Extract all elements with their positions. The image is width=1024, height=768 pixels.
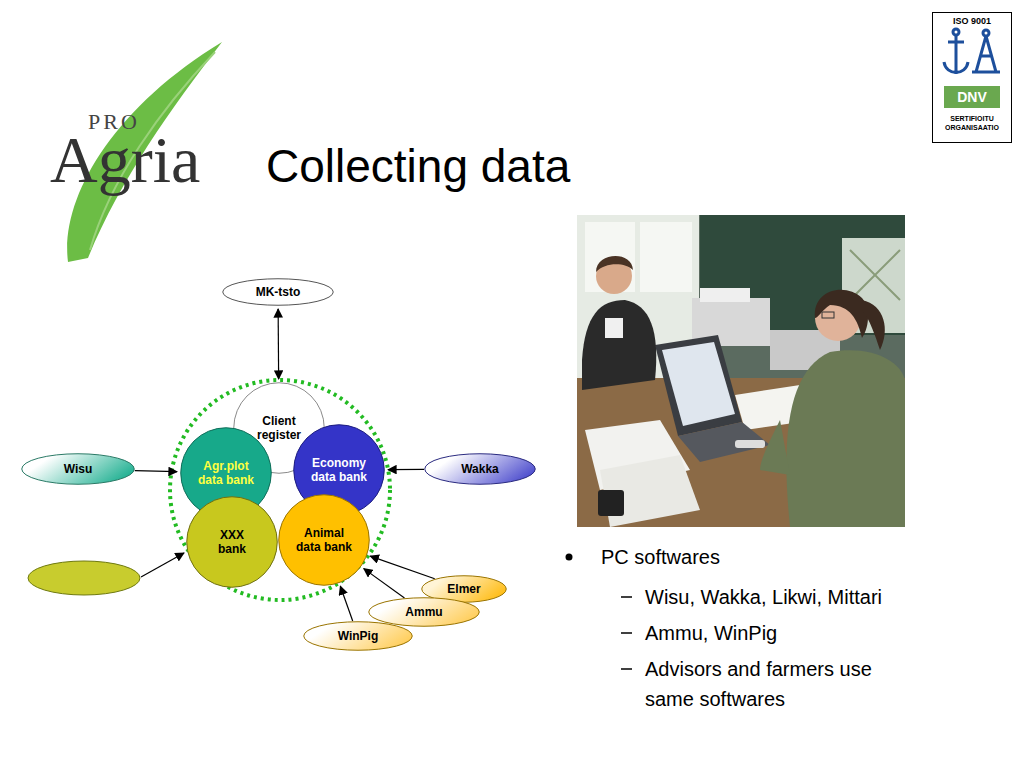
office-photo-part — [577, 215, 905, 527]
node-text-holder: Wakka — [461, 462, 499, 476]
office-photo-part — [640, 222, 692, 292]
software-ellipse: Wisu — [21, 453, 135, 485]
iso-badge-part-part — [983, 30, 989, 36]
data-bank-circle: XXX bank — [186, 496, 278, 588]
node-text-holder: XXX bank — [211, 528, 253, 556]
badge-text: SERTIFIOITU ORGANISAATIO — [934, 114, 1010, 132]
node-label: WinPig — [338, 629, 379, 643]
slide-title: Collecting data — [266, 140, 570, 192]
system-ellipse-shape — [223, 279, 334, 306]
data-flow-arrow — [364, 569, 405, 598]
bullet-markers-part — [621, 632, 632, 634]
software-ellipse-shape — [369, 598, 480, 627]
bullet-text: Advisors and farmers use same softwares — [645, 654, 913, 714]
data-flow-arrow — [388, 469, 424, 470]
bullet-text: Wisu, Wakka, Likwi, Mittari — [645, 585, 882, 609]
data-source-ellipse — [28, 561, 140, 595]
office-photo-part — [598, 490, 624, 516]
data-source-ellipse-part — [28, 561, 140, 595]
node-label: XXX bank — [211, 528, 253, 556]
office-photo-part — [662, 342, 735, 426]
data-source-arrow-part — [141, 553, 184, 577]
node-label: Animal data bank — [292, 526, 356, 554]
bullet-markers-part — [566, 554, 573, 561]
data-bank-circle: Animal data bank — [278, 494, 370, 586]
node-label: Ammu — [405, 605, 442, 619]
node-label: Wakka — [461, 462, 499, 476]
iso-badge-part-part — [972, 36, 1000, 72]
node-text-holder: Economy data bank — [307, 456, 371, 484]
software-ellipse-shape — [304, 622, 413, 651]
office-photo-part — [582, 300, 656, 390]
office-photo-part — [850, 250, 900, 300]
office-photo-part — [700, 288, 750, 302]
iso-badge-part-part — [953, 29, 959, 35]
software-ellipse-shape — [425, 454, 536, 485]
data-source-arrow — [141, 553, 184, 577]
node-text-holder: Ammu — [405, 605, 442, 619]
node-text-holder: Elmer — [447, 582, 480, 596]
office-photo-part — [786, 350, 905, 527]
bullet-markers-part — [621, 596, 632, 598]
software-ellipse: Wakka — [424, 453, 536, 485]
office-photo-part — [605, 318, 623, 338]
node-text-holder: Wisu — [64, 462, 93, 476]
node-text-holder: Animal data bank — [292, 526, 356, 554]
logo-text: Agria — [50, 125, 200, 195]
node-text-holder: Agr.plot data bank — [194, 459, 258, 487]
office-photo-part — [678, 422, 770, 462]
bullet-text: Ammu, WinPig — [645, 621, 777, 645]
software-ellipse: WinPig — [303, 621, 413, 651]
office-photo — [577, 215, 905, 527]
badge-text: DNV — [944, 89, 1000, 105]
data-bank-circle-shape — [187, 497, 278, 588]
software-ellipse: Ammu — [368, 597, 480, 627]
bullet-markers-part — [621, 668, 632, 670]
iso-badge-part — [944, 29, 1000, 74]
databank-boundary-part — [170, 380, 390, 600]
office-photo-part — [862, 300, 885, 350]
data-flow-arrow — [278, 309, 280, 379]
data-flow-arrow — [340, 586, 352, 621]
software-ellipse-shape — [22, 454, 135, 485]
iso-badge-part — [944, 86, 1000, 108]
office-photo-part — [760, 420, 790, 475]
data-flow-arrow — [135, 471, 177, 472]
node-label: Elmer — [447, 582, 480, 596]
bullet-markers — [566, 554, 633, 670]
data-flow-arrow — [370, 556, 434, 579]
office-photo-part — [822, 312, 834, 318]
node-label: MK-tsto — [256, 285, 301, 299]
office-photo-part — [596, 256, 633, 272]
bullet-text: PC softwares — [601, 545, 720, 569]
node-label: Wisu — [64, 462, 93, 476]
node-label: Agr.plot data bank — [194, 459, 258, 487]
node-text-holder: WinPig — [338, 629, 379, 643]
node-label: Client register — [247, 414, 311, 442]
iso-badge-part-part — [944, 34, 968, 74]
badge-text: ISO 9001 — [932, 16, 1012, 26]
system-ellipse: MK-tsto — [222, 278, 334, 306]
data-bank-circle-shape — [279, 495, 370, 586]
office-photo-part — [655, 335, 742, 436]
office-photo-part — [815, 290, 868, 338]
databank-boundary — [170, 380, 390, 600]
iso-badge — [933, 13, 1012, 143]
node-label: Economy data bank — [307, 456, 371, 484]
node-text-holder: MK-tsto — [256, 285, 301, 299]
node-text-holder: Client register — [247, 414, 311, 442]
iso-badge-part — [933, 13, 1012, 143]
office-photo-part — [735, 440, 765, 448]
